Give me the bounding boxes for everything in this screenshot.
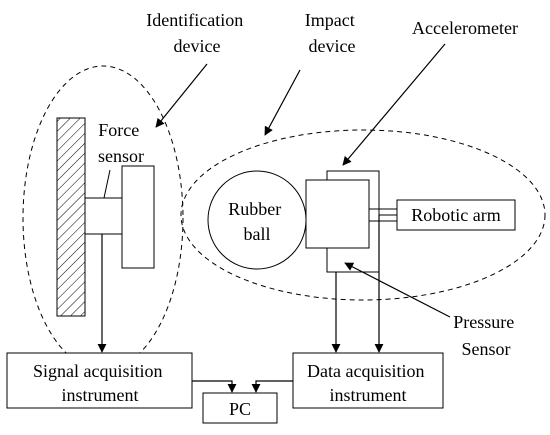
robotic-arm-label: Robotic arm [411,205,500,225]
force-sensor-block [84,197,123,235]
hatched-wall [56,117,86,317]
force-sensor-label: Force sensor [98,120,144,166]
pressure-sensor-block [305,179,370,249]
identification-device-label: Identification device [146,10,247,56]
rubber-ball-label: Rubber ball [228,199,286,244]
impact-device-label: Impact device [305,10,359,56]
pc-box [202,392,278,424]
identification-mass-block [121,165,155,269]
impact-device-arrow [264,69,301,136]
data-acquisition-label: Data acquisition instrument [307,361,429,405]
daq-to-pc-line [251,380,293,393]
force-sensor-pointer [103,169,111,199]
signal-acquisition-label: Signal acquisition instrument [33,361,167,405]
robotic-arm-box [396,199,516,231]
impact-device-region [180,129,546,301]
accelerometer-arrow [342,43,446,166]
rubber-ball [207,170,307,270]
pressure-sensor-label: Pressure Sensor [453,312,519,359]
signal-acquisition-box [6,352,193,409]
identification-device-region [22,65,184,371]
signal-to-pc-line [192,380,237,393]
data-acquisition-box [292,352,444,409]
identification-device-arrow [155,63,208,128]
accelerometer-label: Accelerometer [412,18,518,38]
pc-label: PC [229,399,251,419]
pressure-sensor-arrow [344,262,451,318]
